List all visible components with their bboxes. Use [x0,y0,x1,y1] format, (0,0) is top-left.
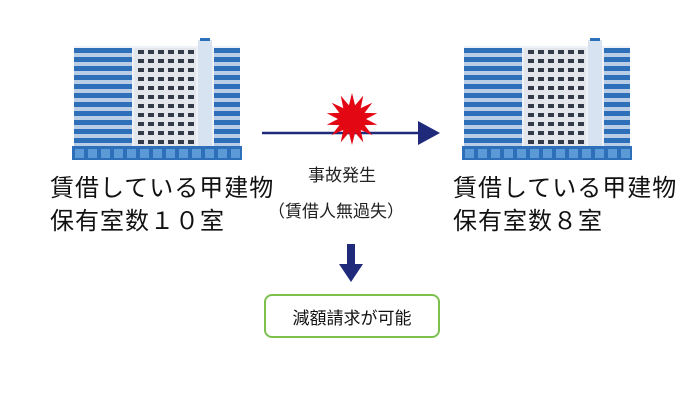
after-caption-line2: 保有室数８室 [453,207,603,235]
before-caption-line2: 保有室数１０室 [50,207,225,235]
building-before-icon [72,38,242,160]
timeline-arrow-head [418,121,440,145]
result-box: 減額請求が可能 [264,294,440,338]
building-after-icon [462,38,632,160]
event-note: （賃借人無過失） [268,202,404,222]
timeline-arrow [262,121,440,145]
before-caption-line1: 賃借している甲建物 [50,174,275,202]
accident-burst-icon [326,93,378,145]
result-label: 減額請求が可能 [292,308,412,329]
event-title: 事故発生 [308,166,376,186]
after-caption-line1: 賃借している甲建物 [453,174,678,202]
down-arrow-icon [339,244,363,282]
